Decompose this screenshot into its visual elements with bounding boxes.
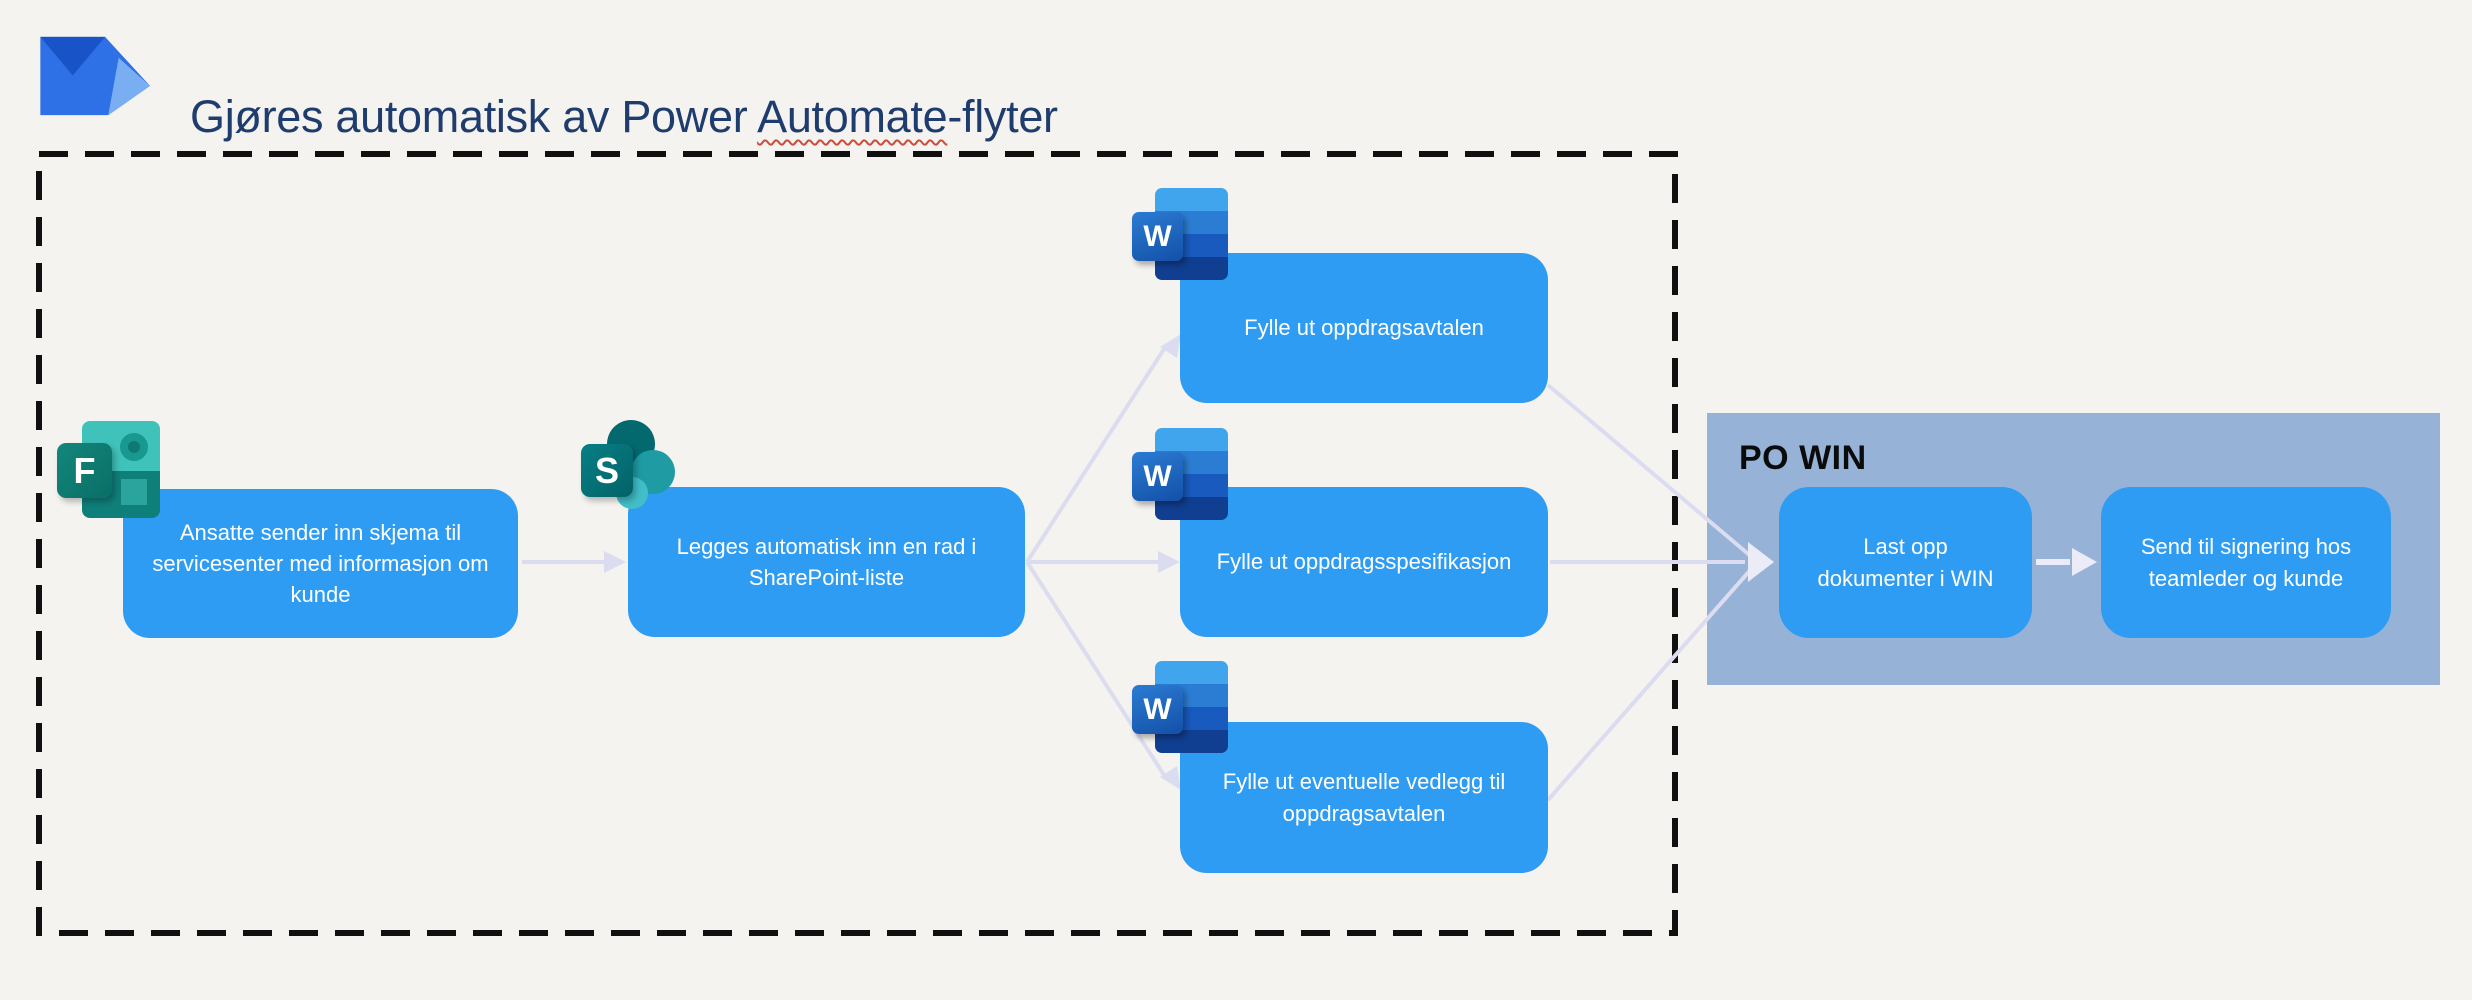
title-prefix: Gjøres automatisk av Power bbox=[190, 91, 758, 143]
node-forms-submission-label: Ansatte sender inn skjema til servicesen… bbox=[152, 519, 489, 608]
word-icon-stripe bbox=[1155, 257, 1228, 280]
word-icon-letter-tile: W bbox=[1132, 212, 1183, 261]
node-word-specification-label: Fylle ut oppdragsspesifikasjon bbox=[1216, 549, 1512, 575]
word-icon: W bbox=[1132, 187, 1229, 281]
title-word-automate: Automate bbox=[757, 91, 948, 143]
sharepoint-icon-letter-tile: S bbox=[581, 444, 633, 497]
node-sharepoint-row: Legges automatisk inn en rad i SharePoin… bbox=[628, 487, 1025, 637]
word-icon-letter: W bbox=[1143, 459, 1172, 493]
node-win-upload: Last opp dokumenter i WIN bbox=[1779, 487, 2032, 638]
arrowhead-to-sharepoint bbox=[604, 551, 626, 573]
title-suffix: -flyter bbox=[947, 91, 1058, 143]
node-sharepoint-row-label: Legges automatisk inn en rad i SharePoin… bbox=[676, 533, 977, 590]
word-icon: W bbox=[1132, 660, 1229, 754]
forms-icon-square bbox=[121, 479, 147, 505]
connector-sharepoint-to-word1 bbox=[1025, 344, 1168, 564]
power-automate-logo-icon bbox=[40, 36, 150, 116]
forms-icon-circle bbox=[120, 433, 148, 461]
word-icon-stripe bbox=[1155, 428, 1228, 451]
sharepoint-icon-letter: S bbox=[594, 449, 619, 491]
win-arrowheads bbox=[1748, 542, 2097, 582]
node-word-attachments: Fylle ut eventuelle vedlegg til oppdrags… bbox=[1180, 722, 1548, 873]
forms-icon-letter: F bbox=[73, 449, 96, 491]
connector-sharepoint-to-word3 bbox=[1025, 560, 1168, 780]
word-icon-letter: W bbox=[1143, 692, 1172, 726]
connector-word3-to-win bbox=[1546, 565, 1755, 802]
slide-title: Gjøres automatisk av Power Automate-flyt… bbox=[190, 92, 1058, 142]
node-win-signing-label: Send til signering hos teamleder og kund… bbox=[2140, 534, 2352, 591]
arrowhead-to-word1 bbox=[1160, 334, 1181, 358]
word-icon-stripe bbox=[1155, 730, 1228, 753]
arrowhead-into-win-upload bbox=[1748, 542, 1774, 582]
word-icon-letter-tile: W bbox=[1132, 685, 1183, 734]
connector-word1-to-win bbox=[1546, 383, 1755, 560]
node-word-agreement: Fylle ut oppdragsavtalen bbox=[1180, 253, 1548, 403]
word-icon-letter-tile: W bbox=[1132, 452, 1183, 501]
forms-icon-letter-tile: F bbox=[57, 443, 112, 498]
node-word-agreement-label: Fylle ut oppdragsavtalen bbox=[1244, 315, 1484, 341]
connector-arrowheads bbox=[604, 334, 1181, 790]
word-icon-stripe bbox=[1155, 188, 1228, 211]
node-win-signing: Send til signering hos teamleder og kund… bbox=[2101, 487, 2391, 638]
po-win-label: PO WIN bbox=[1739, 439, 1867, 477]
arrowhead-to-word2 bbox=[1158, 551, 1180, 573]
node-word-attachments-label: Fylle ut eventuelle vedlegg til oppdrags… bbox=[1222, 769, 1506, 826]
word-icon-letter: W bbox=[1143, 219, 1172, 253]
word-icon-document bbox=[1155, 188, 1228, 280]
arrowhead-to-word3 bbox=[1160, 766, 1181, 790]
word-icon-stripe bbox=[1155, 661, 1228, 684]
node-win-upload-label: Last opp dokumenter i WIN bbox=[1817, 534, 1994, 591]
sharepoint-icon: S bbox=[578, 418, 680, 514]
automation-scope-dashed-border bbox=[36, 151, 1678, 936]
microsoft-forms-icon: F bbox=[57, 421, 161, 519]
arrowhead-to-signing bbox=[2072, 548, 2097, 576]
word-icon-stripe bbox=[1155, 497, 1228, 520]
node-forms-submission: Ansatte sender inn skjema til servicesen… bbox=[123, 489, 518, 638]
word-icon: W bbox=[1132, 427, 1229, 521]
node-word-specification: Fylle ut oppdragsspesifikasjon bbox=[1180, 487, 1548, 637]
